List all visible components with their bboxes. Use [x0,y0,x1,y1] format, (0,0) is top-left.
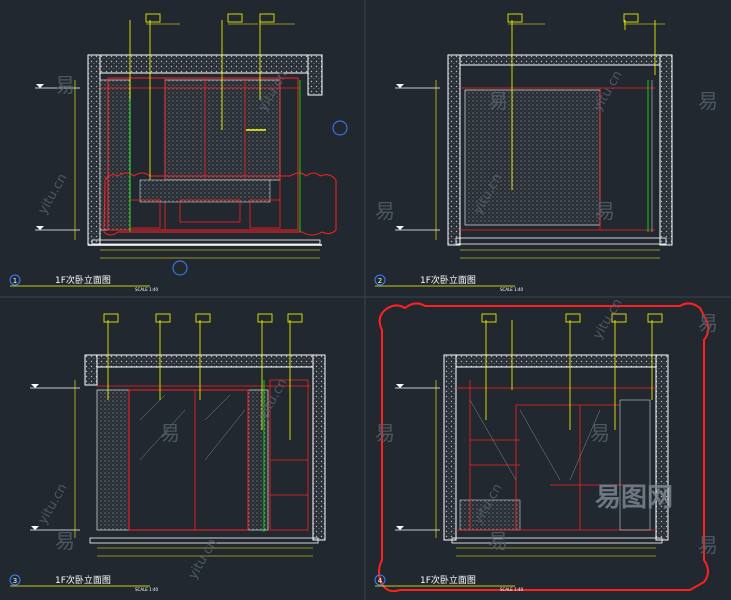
elevation-panel-2: 2 1F次卧立面图 SCALE 1:40 [374,13,673,292]
elevation-panel-1: 1 1F次卧立面图 SCALE 1:40 [9,13,348,292]
left-wall [447,54,461,246]
watermark-glyph: 易 [698,89,718,113]
watermark-glyph: 易 [375,199,395,223]
watermark-glyph: 易 [488,89,508,113]
headboard [139,179,271,203]
left-wall [443,354,457,541]
revision-cloud [378,302,710,593]
ceiling-slab [87,54,323,74]
panel-2-number: 2 [378,277,382,285]
watermark-glyph: 易 [698,311,718,335]
panel-4-scale: SCALE 1:40 [500,587,524,592]
watermark-glyph: 易 [375,421,395,445]
watermark-site: yitu.cn [35,481,70,527]
panel-4-number: 4 [378,577,383,585]
panel-3-scale: SCALE 1:40 [135,587,159,592]
panel-1-number-circle [9,274,21,286]
panel-3-number-circle [9,574,21,586]
ceiling-slab [84,354,326,368]
watermark-glyph: 易 [55,529,75,553]
ceiling-slab [443,354,669,368]
panel-3-title: 1F次卧立面图 [55,574,111,586]
panel-2-number-circle [374,274,386,286]
watermark-site: yitu.cn [590,296,625,342]
watermark-glyph: 易 [55,73,75,97]
left-wall [87,54,101,246]
wall-panel-fabric [464,89,601,226]
watermark-site: yitu.cn [35,171,70,217]
wardrobe-doors [128,389,249,531]
left-wall [84,354,98,386]
watermark-glyph: 易 [488,529,508,553]
panel-2-title: 1F次卧立面图 [420,274,476,286]
panel-4-title: 1F次卧立面图 [420,574,476,586]
panel-1-number: 1 [13,277,17,285]
watermark-logo: 易图网 [595,483,673,513]
panel-1-title: 1F次卧立面图 [55,274,111,286]
panel-3-number: 3 [13,577,17,585]
ceiling-slab [447,54,673,66]
elevation-panel-4: 4 1F次卧立面图 SCALE 1:40 [374,302,710,593]
watermark-glyph: 易 [590,421,610,445]
watermark-glyph: 易 [160,421,180,445]
watermark-glyph: 易 [698,533,718,557]
right-wall [659,54,673,246]
bed-outline [103,172,337,236]
panel-4-number-circle [374,574,386,586]
side-cabinet [269,379,309,531]
right-wall [307,54,323,96]
right-wall [312,354,326,541]
watermark-glyph: 易 [595,199,615,223]
panel-2-scale: SCALE 1:40 [500,287,524,292]
elevation-panel-3: 3 1F次卧立面图 SCALE 1:40 [9,313,326,592]
watermark-layer: 易 易 易 易 易 易 易 易 易 易 易 易 yitu.cn yitu.cn … [35,68,718,582]
panel-1-scale: SCALE 1:40 [135,287,159,292]
